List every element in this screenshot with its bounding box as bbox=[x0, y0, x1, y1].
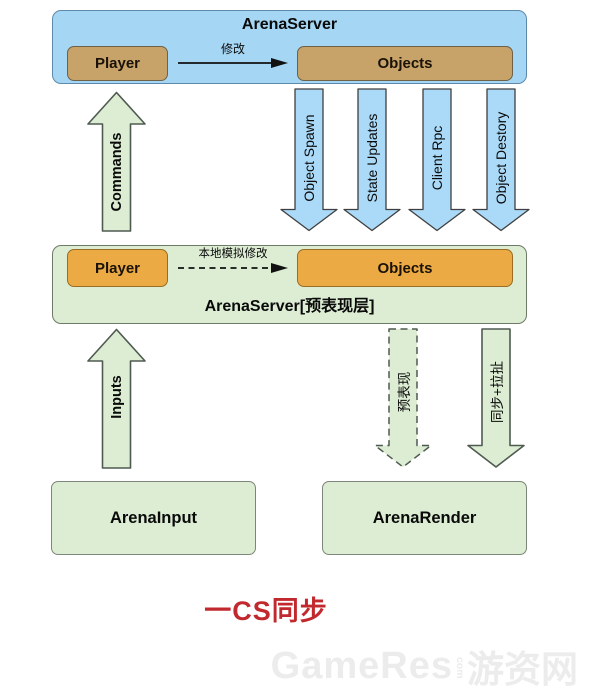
modify-arrow-icon bbox=[178, 58, 288, 68]
client-objects-node: Objects bbox=[297, 249, 513, 287]
arena-input-box: ArenaInput bbox=[51, 481, 256, 555]
prediction-arrow-icon bbox=[374, 328, 432, 468]
modify-label: 修改 bbox=[220, 42, 246, 56]
arena-server-box: ArenaServer Player Objects bbox=[52, 10, 527, 84]
arena-render-label: ArenaRender bbox=[372, 508, 477, 527]
client-rpc-arrow-icon bbox=[408, 88, 466, 232]
prediction-label: 预表现 bbox=[397, 371, 412, 413]
sync-pull-arrow-icon bbox=[467, 328, 525, 468]
object-spawn-arrow-icon bbox=[280, 88, 338, 232]
server-objects-node: Objects bbox=[297, 46, 513, 81]
inputs-label: Inputs bbox=[109, 375, 125, 419]
local-sim-modify-arrow-icon bbox=[178, 263, 288, 273]
sync-pull-label: 同步+拉扯 bbox=[490, 361, 505, 423]
client-player-node: Player bbox=[67, 249, 168, 287]
watermark-cjk: 游资网 bbox=[467, 649, 578, 690]
commands-label: Commands bbox=[109, 132, 125, 212]
arena-server-prediction-title: ArenaServer[预表现层] bbox=[204, 298, 375, 315]
watermark-com: com bbox=[454, 657, 466, 679]
inputs-arrow-icon bbox=[87, 328, 146, 469]
watermark-gameres: GameRes bbox=[270, 644, 453, 687]
caption-cs-sync: 一CS同步 bbox=[204, 596, 328, 626]
state-updates-label: State Updates bbox=[364, 113, 380, 203]
object-spawn-label: Object Spawn bbox=[301, 114, 317, 202]
client-rpc-label: Client Rpc bbox=[429, 125, 445, 191]
object-destroy-arrow-icon bbox=[472, 88, 530, 232]
object-destroy-label: Object Destory bbox=[493, 111, 509, 205]
server-player-node: Player bbox=[67, 46, 168, 81]
arena-server-title: ArenaServer bbox=[241, 16, 338, 33]
local-sim-modify-label: 本地模拟修改 bbox=[198, 248, 268, 260]
state-updates-arrow-icon bbox=[343, 88, 401, 232]
watermark: GameRes com 游资网 bbox=[271, 639, 578, 693]
arena-input-label: ArenaInput bbox=[109, 508, 198, 527]
commands-arrow-icon bbox=[87, 91, 146, 232]
arena-server-prediction-box: ArenaServer[预表现层] Player Objects bbox=[52, 245, 527, 324]
arena-render-box: ArenaRender bbox=[322, 481, 527, 555]
